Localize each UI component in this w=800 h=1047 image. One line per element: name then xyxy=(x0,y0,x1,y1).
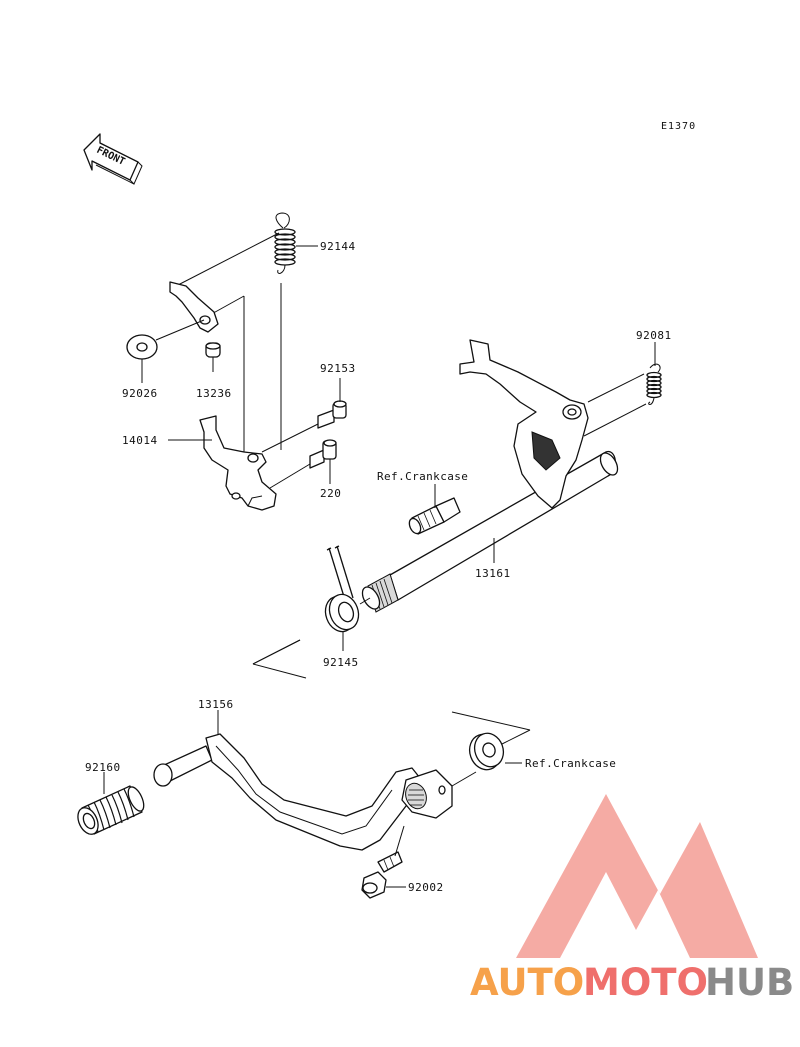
watermark-logo-icon xyxy=(516,794,758,958)
crankcase-pin xyxy=(408,497,461,535)
ref-crankcase-upper: Ref.Crankcase xyxy=(377,470,468,483)
diagram-code: E1370 xyxy=(661,121,696,132)
shift-pedal-13156 xyxy=(153,733,453,851)
shift-arm-13236 xyxy=(169,281,221,372)
label-92002: 92002 xyxy=(408,881,444,894)
label-13236: 13236 xyxy=(196,387,232,400)
label-92081: 92081 xyxy=(636,329,672,342)
return-spring-92145 xyxy=(324,545,360,633)
shift-shaft-13161 xyxy=(361,339,619,613)
label-92145: 92145 xyxy=(323,656,359,669)
label-92026: 92026 xyxy=(122,387,158,400)
ref-crankcase-lower: Ref.Crankcase xyxy=(525,757,616,770)
washer-92026 xyxy=(126,334,158,360)
label-13161: 13161 xyxy=(475,567,511,580)
bolt-220 xyxy=(309,439,337,469)
spring-92081 xyxy=(646,363,662,405)
bolt-92002 xyxy=(361,851,403,899)
spring-92144 xyxy=(274,212,296,274)
crankcase-washer xyxy=(468,732,505,771)
bolt-92153 xyxy=(317,400,347,429)
label-220: 220 xyxy=(320,487,341,500)
watermark-hub: HUB xyxy=(705,961,794,1004)
watermark: AUTO MOTO HUB xyxy=(470,961,794,1004)
watermark-auto: AUTO xyxy=(470,961,584,1004)
label-92160: 92160 xyxy=(85,761,121,774)
label-14014: 14014 xyxy=(122,434,158,447)
watermark-moto: MOTO xyxy=(583,961,708,1004)
front-arrow-icon: FRONT xyxy=(83,133,143,185)
label-92153: 92153 xyxy=(320,362,356,375)
footpeg-rubber-92160 xyxy=(77,785,145,835)
label-13156: 13156 xyxy=(198,698,234,711)
bracket-14014 xyxy=(199,415,277,511)
label-92144: 92144 xyxy=(320,240,356,253)
